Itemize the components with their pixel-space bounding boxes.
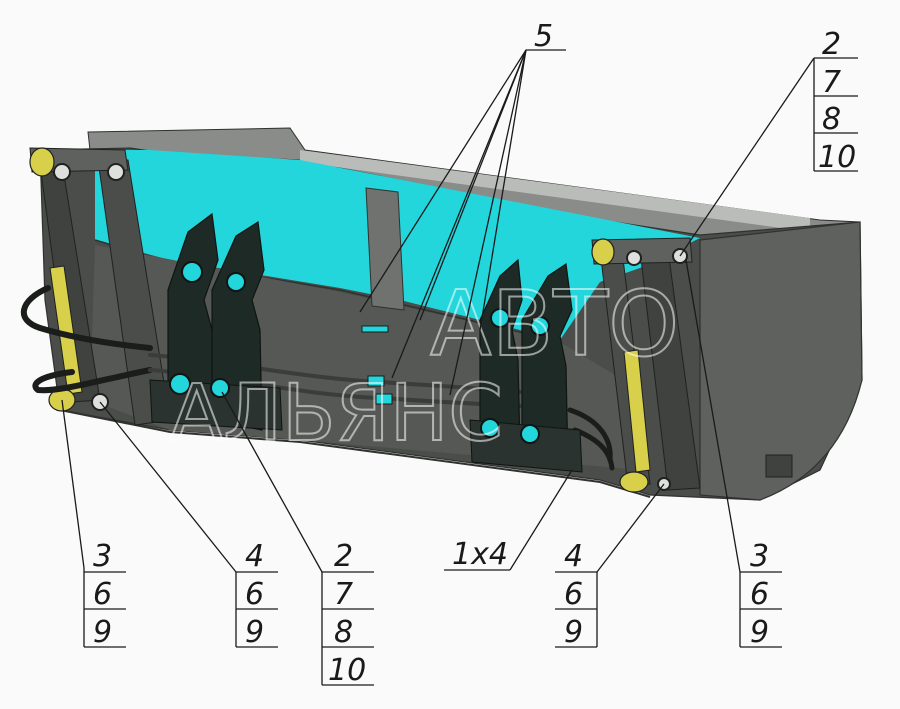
- leader-bl2-diag: [99, 401, 237, 573]
- leader-tr-1: [679, 57, 815, 257]
- right-top-pin-1: [626, 250, 642, 266]
- callout-bc-2: 8: [334, 615, 353, 650]
- callout-bl-inner-0: 4: [245, 539, 264, 574]
- fitting-1: [367, 375, 385, 387]
- hose-left-lower: [32, 367, 153, 394]
- leader-5-b: [391, 49, 527, 379]
- callout-br-outer-0: 3: [750, 539, 769, 574]
- left-top-pin-1: [53, 163, 71, 181]
- right-bracket-hole-2: [530, 316, 550, 336]
- leader-1x4-diag: [509, 469, 573, 571]
- right-hydraulic-cylinder: [623, 349, 651, 473]
- callout-bl-outer-0: 3: [93, 539, 112, 574]
- right-side-frame: [591, 237, 793, 493]
- hose-left-upper: [20, 285, 153, 351]
- right-latch: [765, 454, 793, 478]
- bucket-center-rib: [365, 187, 405, 311]
- fitting-3: [361, 325, 389, 333]
- right-bottom-bushing: [619, 471, 649, 493]
- right-bracket-hole-3: [480, 418, 500, 438]
- leader-bc-diag: [221, 391, 323, 573]
- bucket-bottom-edge: [59, 409, 651, 498]
- callout-top-right-3: 10: [818, 140, 856, 175]
- callout-br-inner-2: 9: [564, 615, 583, 650]
- right-bracket-hole-1: [490, 308, 510, 328]
- left-top-bushing: [29, 147, 55, 177]
- callout-bl-inner-1: 6: [245, 577, 264, 612]
- callout-bc-1: 7: [334, 577, 353, 612]
- left-bracket-hole-2: [226, 272, 246, 292]
- watermark-top: АВТО: [430, 272, 679, 377]
- callout-top-right-1: 7: [822, 65, 841, 100]
- callout-bc-3: 10: [328, 653, 366, 688]
- callout-labels: 5 2 7 8 10 3 6 9 4 6 9 2 7 8 10 1x4 4 6 …: [93, 19, 856, 688]
- callout-top-center-0: 5: [534, 19, 553, 54]
- right-mount-brackets: [469, 258, 583, 473]
- callout-top-right-0: 2: [822, 27, 841, 62]
- bucket-right-end: [699, 221, 863, 501]
- leader-5-a: [359, 49, 527, 313]
- left-bracket-hole-4: [210, 378, 230, 398]
- callout-bl-inner-2: 9: [245, 615, 264, 650]
- hose-right-2: [572, 427, 615, 471]
- leader-lines: [61, 49, 858, 686]
- callout-br-outer-1: 6: [750, 577, 769, 612]
- left-bracket-hole-3: [169, 373, 191, 395]
- callout-bl-outer-1: 6: [93, 577, 112, 612]
- leader-5-c: [419, 49, 527, 321]
- fitting-2: [375, 393, 393, 405]
- leader-bl1-diag: [61, 399, 85, 569]
- left-top-pin-2: [107, 163, 125, 181]
- bucket-top-strip: [300, 150, 810, 232]
- callout-br-inner-0: 4: [564, 539, 583, 574]
- watermark-bottom: АЛЬЯНС: [170, 369, 503, 459]
- hose-fittings: [361, 325, 393, 405]
- left-hydraulic-cylinder: [49, 265, 83, 395]
- leader-br1-diag: [596, 483, 665, 573]
- leader-br2-diag: [685, 259, 741, 573]
- left-bracket-hole-1: [181, 261, 203, 283]
- callout-1x4: 1x4: [452, 537, 508, 572]
- leader-5-e: [479, 49, 527, 331]
- left-mount-brackets: [149, 212, 283, 431]
- right-bracket-hole-4: [520, 424, 540, 444]
- right-top-bushing: [591, 238, 615, 266]
- callout-top-right-2: 8: [822, 102, 841, 137]
- leader-5-d: [449, 49, 527, 396]
- callout-br-outer-2: 9: [750, 615, 769, 650]
- callout-bc-0: 2: [334, 539, 353, 574]
- callout-bl-outer-2: 9: [93, 615, 112, 650]
- callout-br-inner-1: 6: [564, 577, 583, 612]
